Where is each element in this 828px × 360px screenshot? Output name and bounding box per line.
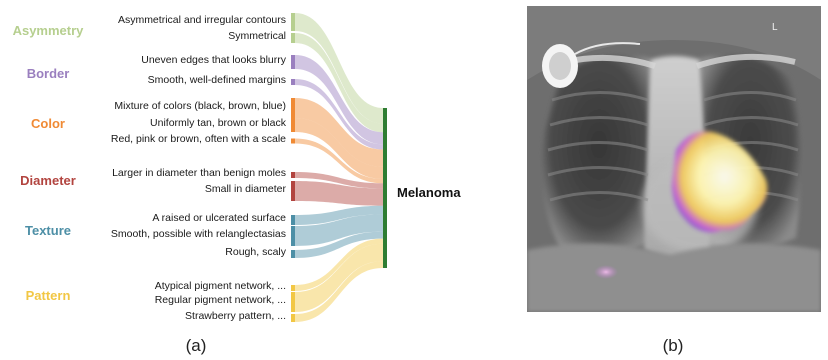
category-labels: AsymmetryBorderColorDiameterTexturePatte… xyxy=(13,23,85,303)
sankey-nodes xyxy=(291,13,295,322)
attribute-node xyxy=(291,118,295,132)
attribute-label: Regular pigment network, ... xyxy=(155,294,286,306)
category-asymmetry: Asymmetry xyxy=(13,23,85,38)
caption-a: (a) xyxy=(186,336,207,355)
chest-xray-image: L xyxy=(527,6,821,312)
attribute-label: Strawberry pattern, ... xyxy=(185,310,286,322)
attribute-node xyxy=(291,33,295,43)
attribute-label: Rough, scaly xyxy=(225,246,286,258)
category-pattern: Pattern xyxy=(26,288,71,303)
attribute-label: Small in diameter xyxy=(205,183,287,195)
category-diameter: Diameter xyxy=(20,173,76,188)
attribute-node xyxy=(291,314,295,322)
attribute-node xyxy=(291,292,295,312)
category-border: Border xyxy=(27,66,70,81)
attribute-node xyxy=(291,226,295,246)
attribute-label: Larger in diameter than benign moles xyxy=(112,167,286,179)
category-color: Color xyxy=(31,116,65,131)
attribute-label: Red, pink or brown, often with a scale xyxy=(111,133,286,145)
heatmap-spot xyxy=(594,265,618,279)
attribute-labels: Asymmetrical and irregular contoursSymme… xyxy=(111,14,287,322)
attribute-label: Symmetrical xyxy=(228,30,286,42)
attribute-label: Smooth, well-defined margins xyxy=(148,74,286,86)
category-texture: Texture xyxy=(25,223,71,238)
attribute-node xyxy=(291,13,295,31)
attribute-label: A raised or ulcerated surface xyxy=(152,212,286,224)
caption-b: (b) xyxy=(663,336,684,355)
attribute-label: Uniformly tan, brown or black xyxy=(150,117,287,129)
attribute-label: Atypical pigment network, ... xyxy=(155,280,286,292)
attribute-node xyxy=(291,55,295,69)
laterality-marker: L xyxy=(772,22,778,33)
attribute-node xyxy=(291,79,295,85)
attribute-node xyxy=(291,172,295,178)
melanoma-node xyxy=(383,108,387,268)
attribute-node xyxy=(291,285,295,291)
attribute-label: Asymmetrical and irregular contours xyxy=(118,14,286,26)
attribute-node xyxy=(291,250,295,258)
attribute-label: Smooth, possible with relanglectasias xyxy=(111,228,286,240)
sankey-flows xyxy=(295,13,383,322)
sankey-diagram: AsymmetryBorderColorDiameterTexturePatte… xyxy=(13,13,462,322)
attribute-node xyxy=(291,98,295,118)
attribute-node xyxy=(291,215,295,225)
melanoma-label: Melanoma xyxy=(397,185,461,200)
attribute-node xyxy=(291,181,295,201)
attribute-node xyxy=(291,139,295,144)
attribute-label: Uneven edges that looks blurry xyxy=(141,54,286,66)
attribute-label: Mixture of colors (black, brown, blue) xyxy=(114,100,286,112)
